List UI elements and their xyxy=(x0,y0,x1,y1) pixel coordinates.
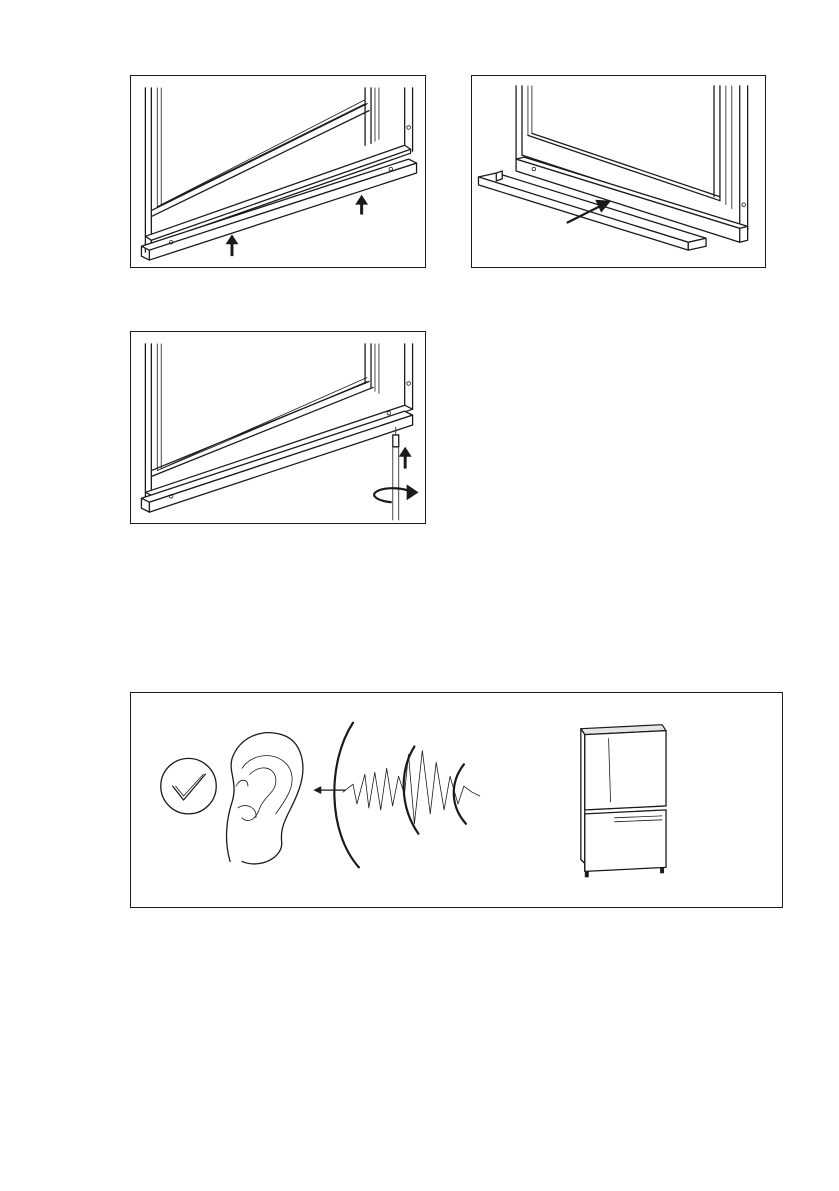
up-arrow xyxy=(355,195,368,215)
sound-wave xyxy=(313,723,479,868)
fridge-freezer xyxy=(581,725,666,878)
up-arrow xyxy=(226,234,239,256)
plinth-push-illustration xyxy=(472,76,765,267)
figure-plinth-push xyxy=(471,75,766,268)
up-arrow xyxy=(399,447,412,469)
figure-plinth-screw xyxy=(130,331,426,524)
plinth-strip xyxy=(141,405,412,512)
ear-icon xyxy=(227,733,303,864)
figure-plinth-lift xyxy=(130,75,426,268)
plinth-lift-illustration xyxy=(131,76,425,267)
door-frame xyxy=(516,86,748,230)
check-icon xyxy=(161,758,216,813)
operating-sounds-illustration xyxy=(131,693,782,907)
plinth-screw-illustration xyxy=(131,332,425,523)
rotate-arrow xyxy=(374,484,418,502)
screwdriver xyxy=(393,427,399,520)
figure-operating-sounds xyxy=(130,692,783,908)
upper-strip xyxy=(145,145,410,244)
plinth-strip xyxy=(141,159,416,260)
